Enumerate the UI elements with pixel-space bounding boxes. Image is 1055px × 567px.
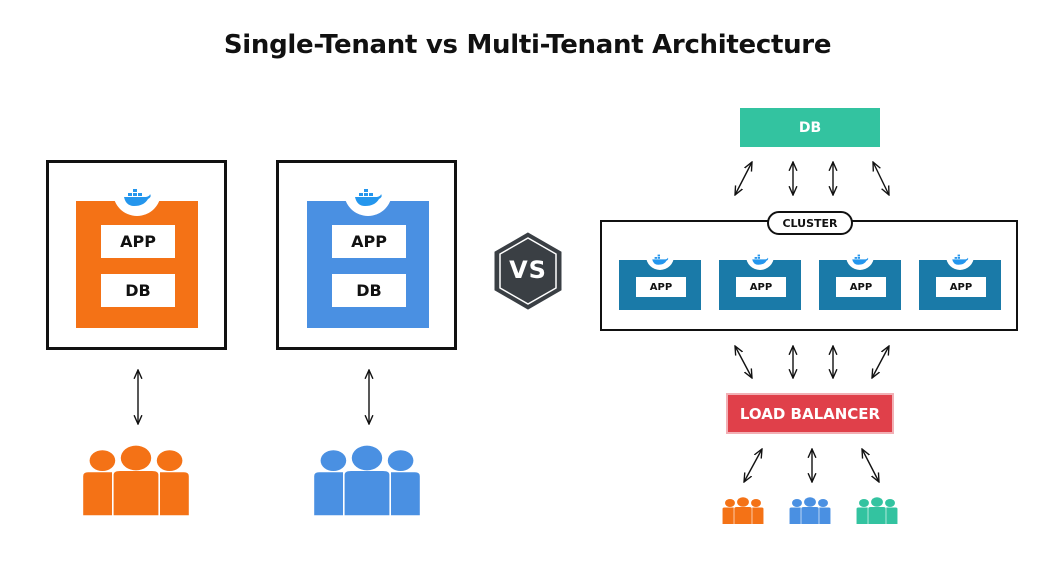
vs-hexagon: [494, 232, 562, 310]
docker-whale-icon: [746, 254, 774, 270]
cluster-app-label-4: APP: [936, 277, 986, 297]
cluster-app-label-1: APP: [636, 277, 686, 297]
shared-db: DB: [740, 108, 880, 147]
cluster-app-label-2: APP: [736, 277, 786, 297]
connection-arrow: [735, 162, 752, 195]
docker-whale-icon: [344, 188, 392, 216]
load-balancer: LOAD BALANCER: [726, 393, 894, 434]
users-group-icon: [314, 445, 420, 516]
connection-arrow: [744, 449, 762, 482]
users-group-icon: [856, 497, 898, 524]
app-label-1: APP: [101, 225, 175, 258]
app-label-2: APP: [332, 225, 406, 258]
docker-whale-icon: [646, 254, 674, 270]
connection-arrow: [735, 346, 752, 378]
single-tenant-frame-1: [46, 160, 227, 350]
docker-whale-icon: [846, 254, 874, 270]
cluster-label: CLUSTER: [767, 211, 853, 235]
connection-arrow: [872, 346, 889, 378]
cluster-app-label-3: APP: [836, 277, 886, 297]
db-label-2: DB: [332, 274, 406, 307]
db-label-1: DB: [101, 274, 175, 307]
users-group-icon: [789, 497, 831, 524]
users-group-icon: [722, 497, 764, 524]
connection-arrow: [873, 162, 889, 195]
diagram-title: Single-Tenant vs Multi-Tenant Architectu…: [223, 30, 832, 60]
docker-whale-icon: [946, 254, 974, 270]
vs-label: VS: [509, 256, 547, 284]
users-group-icon: [83, 445, 189, 516]
connection-arrow: [862, 449, 879, 482]
single-tenant-frame-2: [276, 160, 457, 350]
